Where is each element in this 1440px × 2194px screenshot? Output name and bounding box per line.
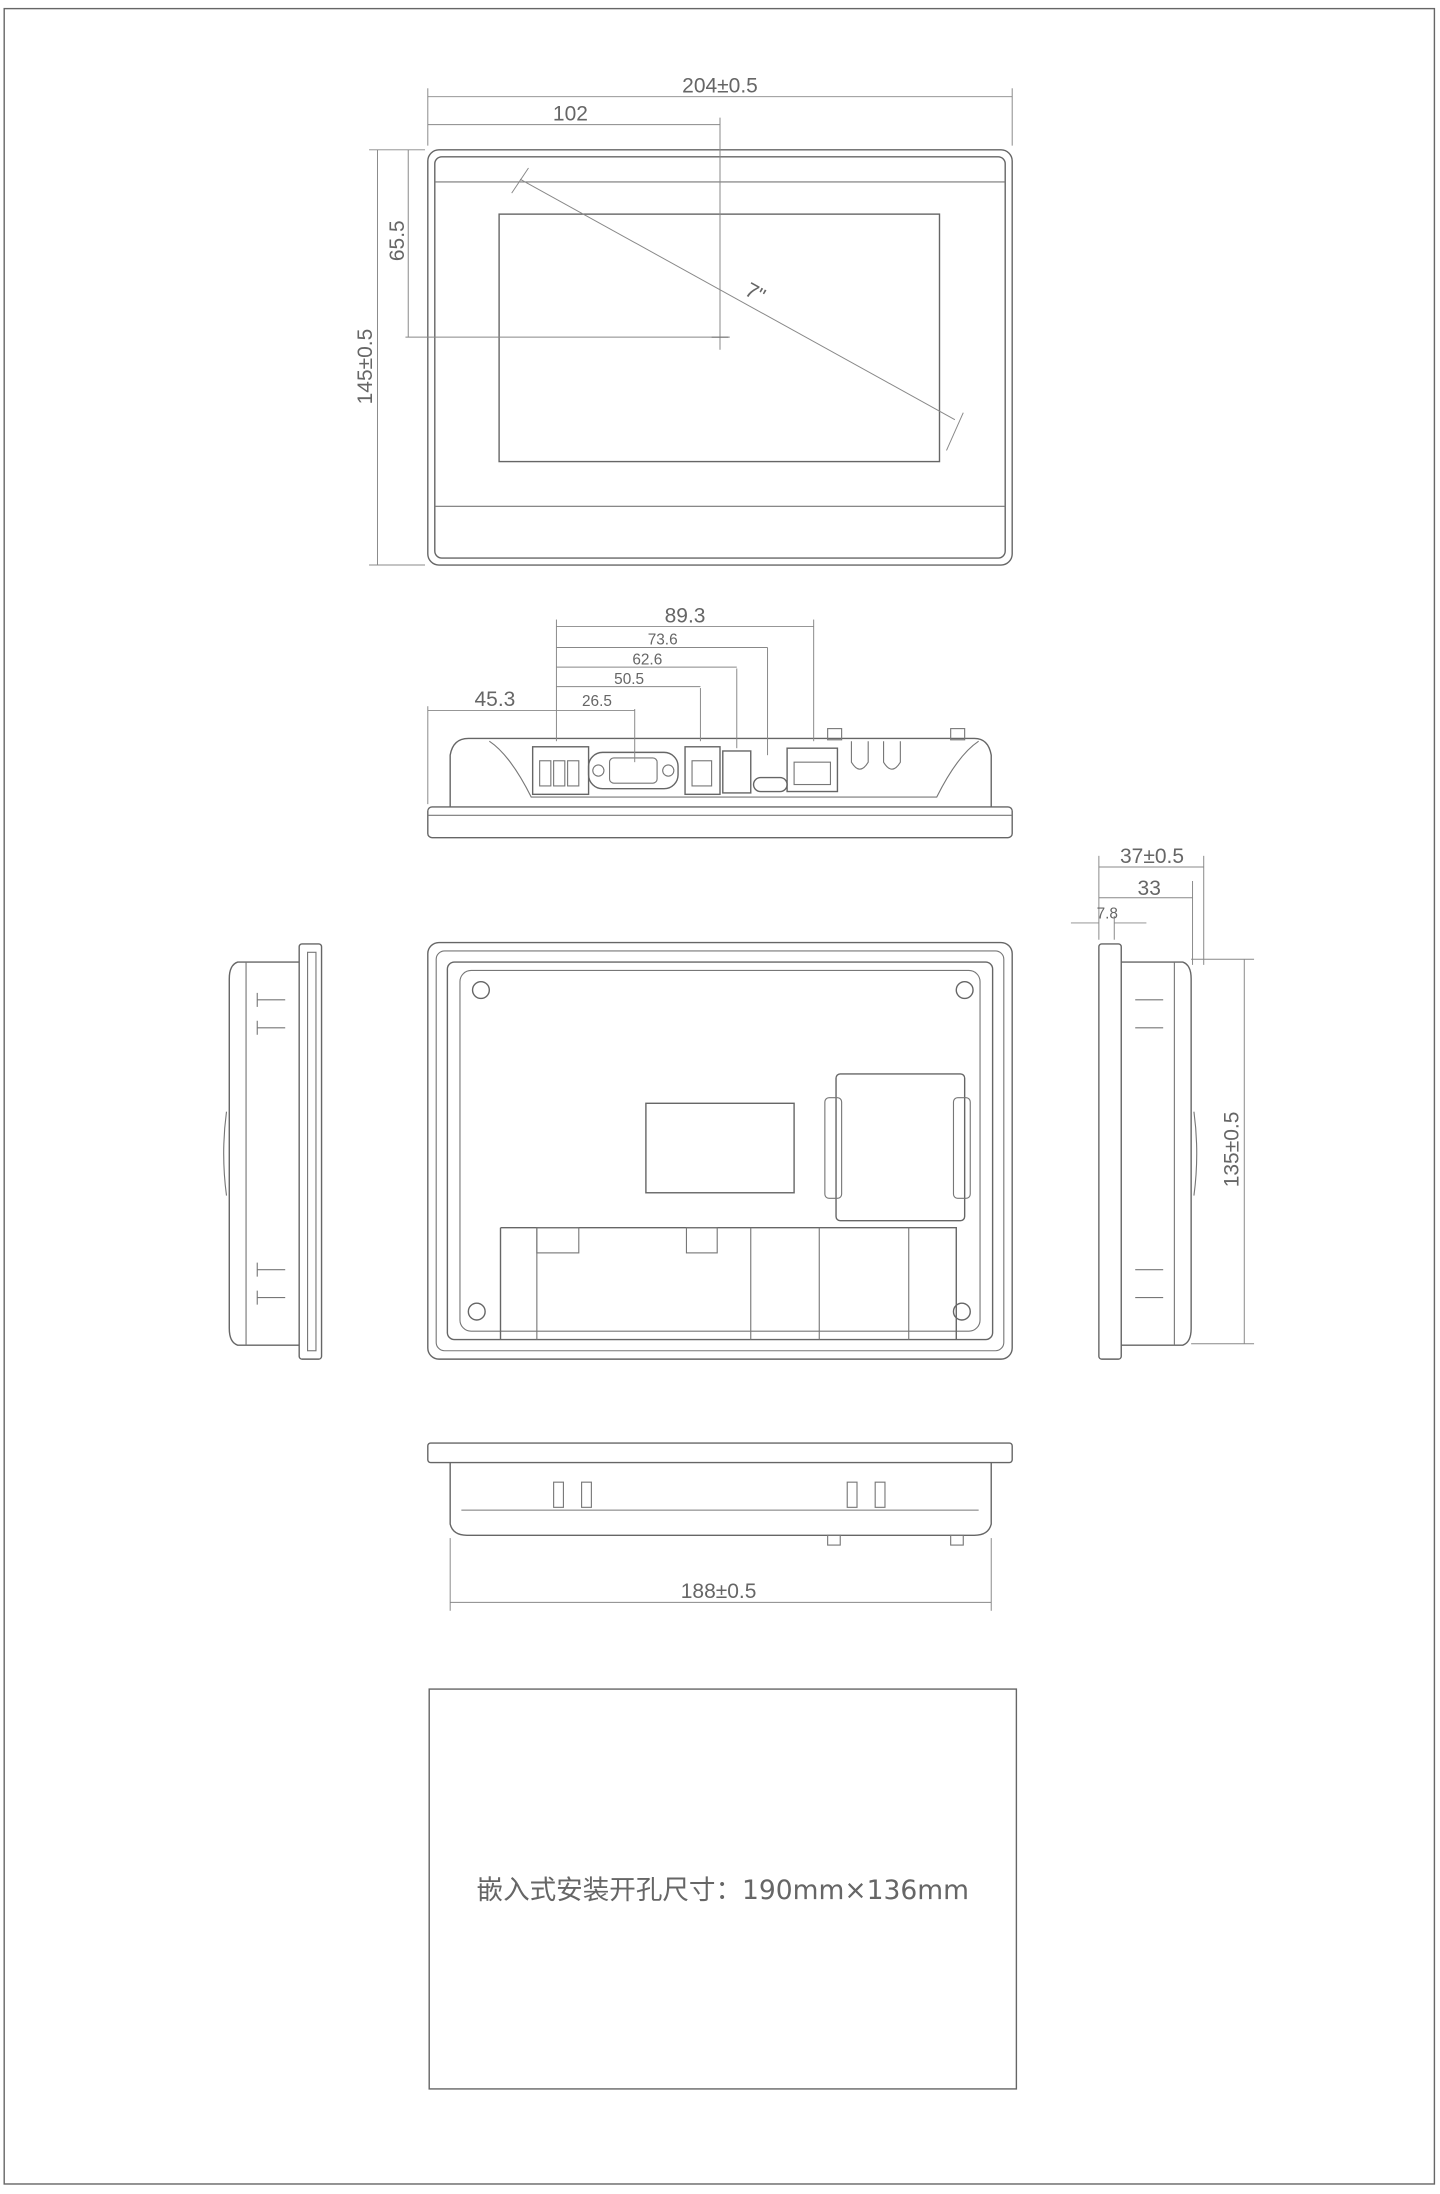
dim-62-6: 62.6	[632, 651, 662, 668]
usb-a-port	[722, 750, 752, 794]
screen-area	[498, 213, 941, 463]
port-view: 89.3 73.6 62.6 50.5 26.5 45.3	[427, 604, 1013, 839]
usb-c-port	[752, 776, 788, 793]
cutout-text: 嵌入式安装开孔尺寸：190mm×136mm	[477, 1875, 969, 1906]
center-dimension: 102	[553, 102, 588, 125]
label-area	[645, 1102, 795, 1194]
bottom-view: 188±0.5	[427, 1442, 1013, 1611]
body-dimension: 33	[1138, 877, 1161, 900]
depth-dimension: 37±0.5	[1120, 845, 1184, 868]
can-terminal	[684, 746, 721, 796]
ethernet-port	[786, 747, 839, 793]
right-side-view: 37±0.5 33 7.8 135±0.5	[1070, 845, 1255, 1360]
power-terminal	[531, 746, 590, 796]
left-side-view	[223, 943, 323, 1360]
dim-45-3: 45.3	[475, 688, 516, 711]
back-view	[427, 941, 1013, 1360]
bezel-dimension: 7.8	[1097, 906, 1118, 923]
db9-port	[587, 751, 679, 790]
dim-26-5: 26.5	[582, 693, 612, 710]
center-height-dimension: 65.5	[386, 220, 409, 261]
dim-50-5: 50.5	[614, 671, 644, 688]
dim-73-6: 73.6	[648, 632, 678, 649]
bottom-width-dimension: 188±0.5	[681, 1580, 757, 1603]
cutout-box: 嵌入式安装开孔尺寸：190mm×136mm	[428, 1688, 1018, 2090]
side-height-dimension: 135±0.5	[1221, 1112, 1244, 1188]
drawing-border	[3, 7, 1436, 2185]
width-dimension: 204±0.5	[682, 74, 758, 97]
height-dimension: 145±0.5	[354, 329, 377, 405]
module-bracket	[835, 1073, 966, 1222]
front-view: 7" 204±0.5 102 145±0.5 65.5	[354, 74, 1013, 566]
dim-89-3: 89.3	[665, 604, 706, 627]
